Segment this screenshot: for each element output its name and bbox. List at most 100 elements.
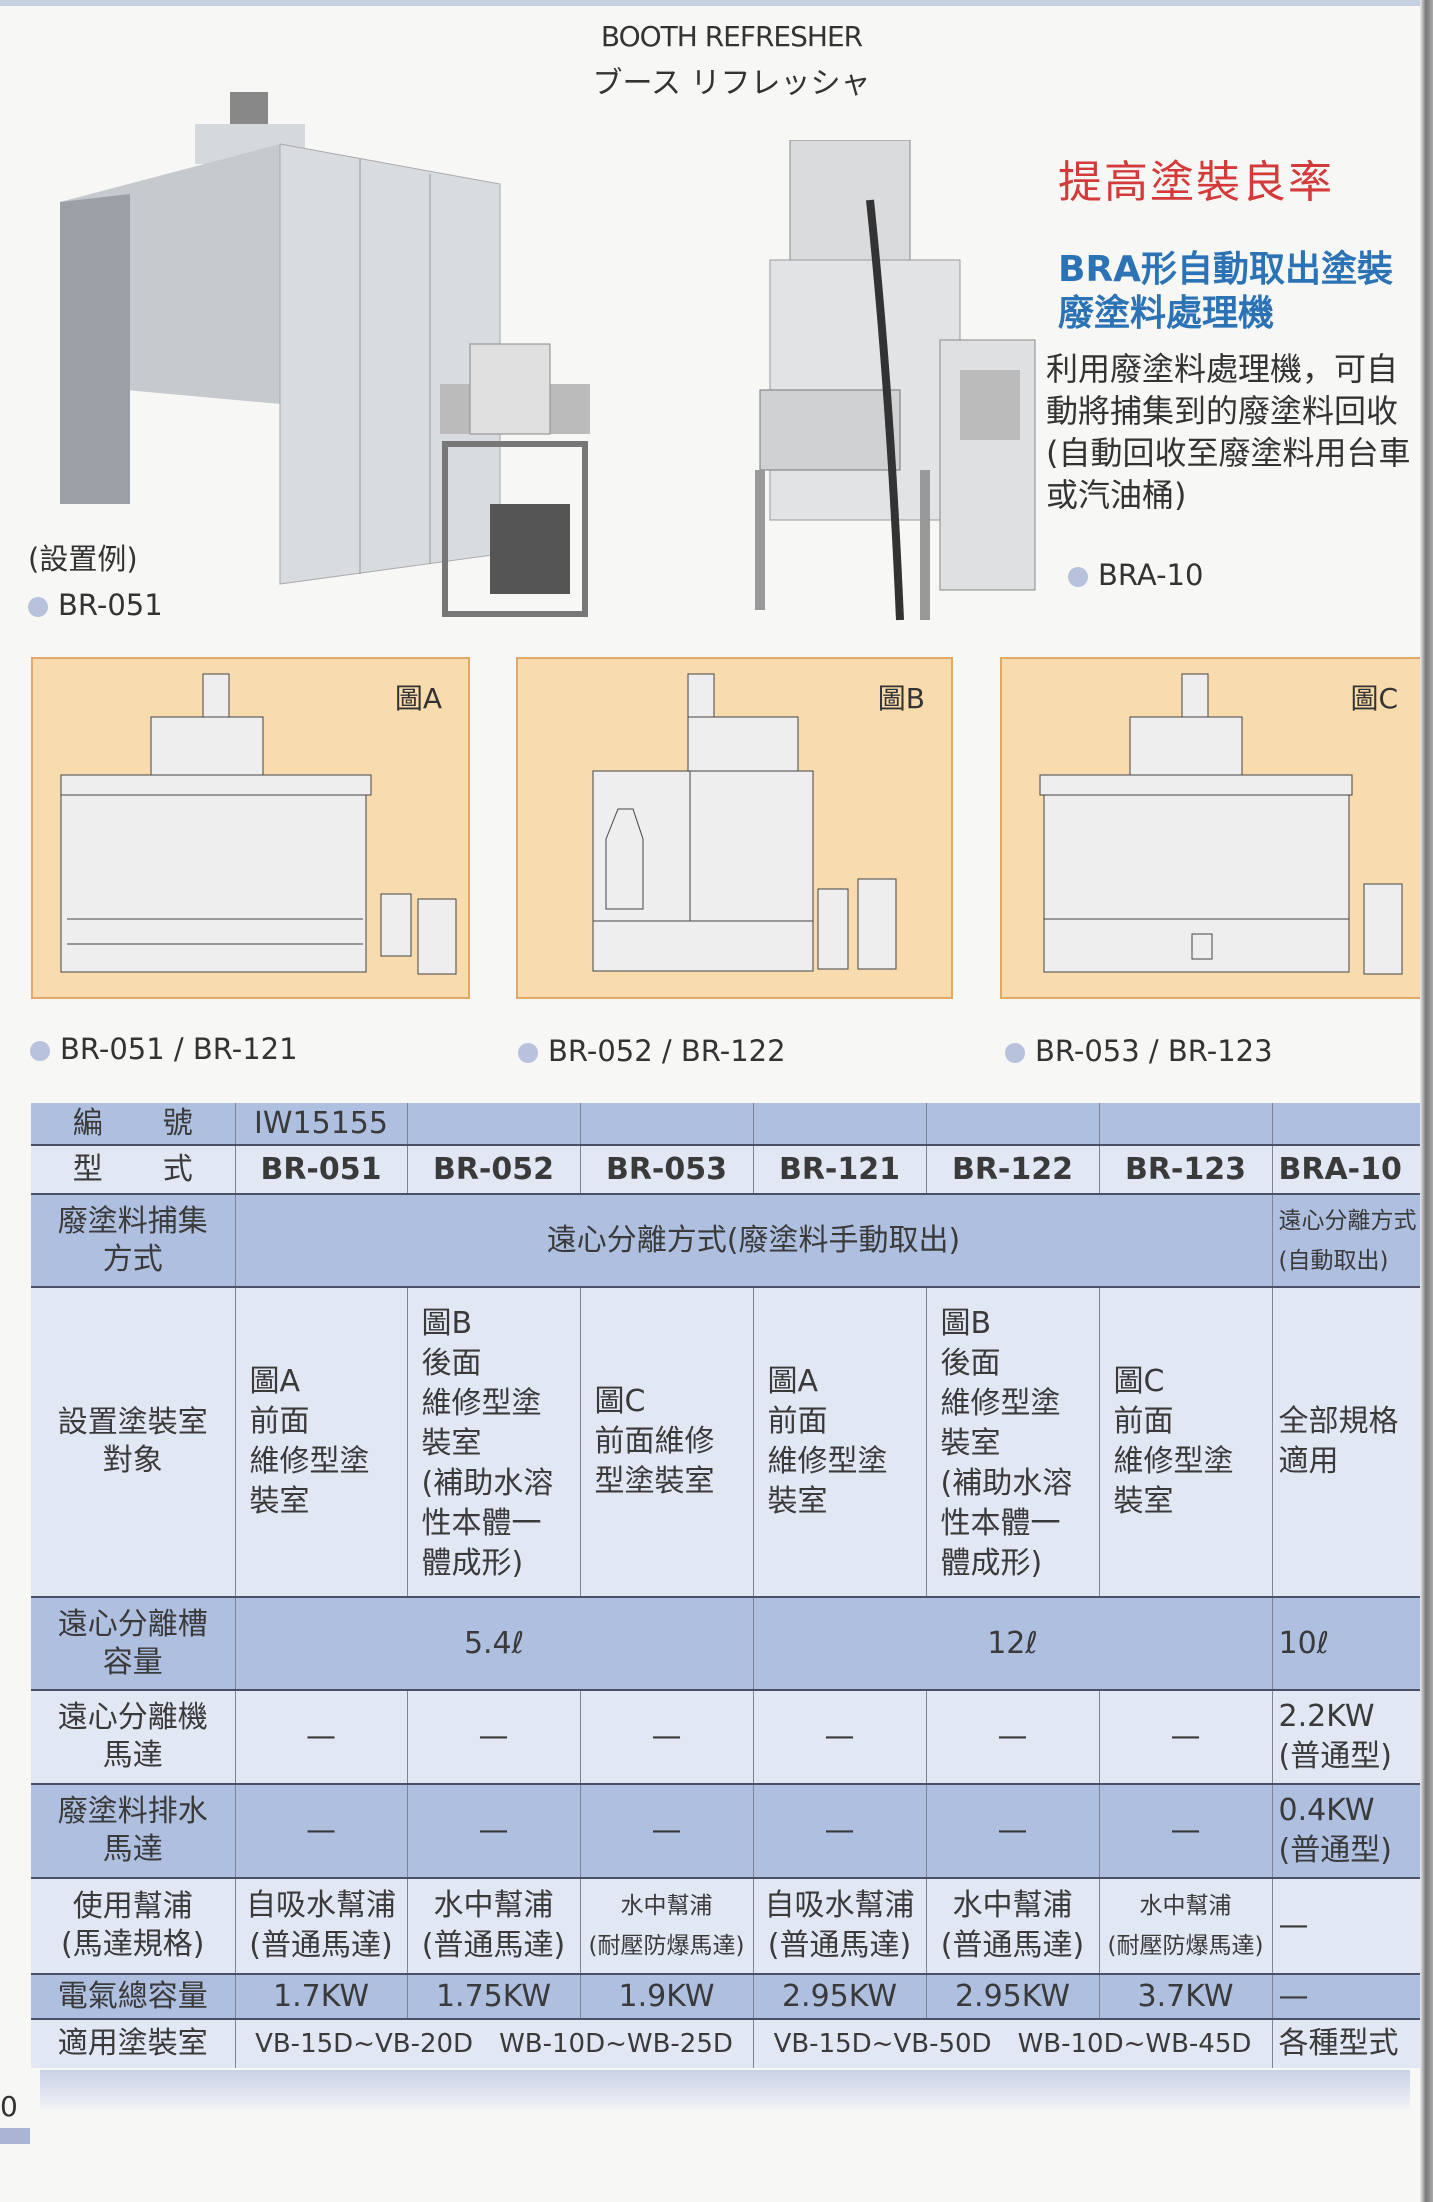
- bra-machine-photo: [755, 140, 1036, 621]
- model-label: BR-053 / BR-123: [1035, 1034, 1273, 1068]
- pump-cell: 自吸水幫浦 (普通馬達): [753, 1878, 927, 1974]
- title-jp: ブース リフレッシャ: [592, 66, 871, 101]
- cell: —: [926, 1784, 1100, 1878]
- spec-table: 編 號 IW15155 型 式 BR-051 BR-052 BR-053 BR-…: [31, 1103, 1433, 2068]
- pump-cell: 自吸水幫浦 (普通馬達): [235, 1878, 408, 1974]
- pump-cell: —: [1272, 1878, 1433, 1974]
- bra-heading: BRA形自動取出塗裝廢塗料處理機: [1058, 248, 1393, 336]
- row-label: 電氣總容量: [31, 1974, 236, 2019]
- cell: —: [235, 1690, 408, 1784]
- booth-diagram-a: [60, 673, 457, 975]
- row-label: 廢塗料捕集 方式: [31, 1194, 236, 1287]
- model-cell: BR-122: [926, 1145, 1100, 1194]
- bullet-icon: [1005, 1043, 1025, 1063]
- booth-photo: [60, 92, 590, 617]
- cell: —: [407, 1690, 581, 1784]
- model-cell: BR-051: [235, 1145, 408, 1194]
- cell: 2.2KW (普通型): [1272, 1690, 1433, 1784]
- bullet-icon: [28, 597, 48, 617]
- model-cell: BR-052: [407, 1145, 581, 1194]
- row-label: 設置塗裝室 對象: [31, 1287, 236, 1597]
- row-label: 編 號: [31, 1103, 236, 1145]
- cell: —: [580, 1690, 754, 1784]
- row-power: 電氣總容量 1.7KW 1.75KW 1.9KW 2.95KW 2.95KW 3…: [31, 1974, 1433, 2019]
- diagram-c-models: BR-053 / BR-123: [1005, 1034, 1273, 1068]
- model-cell: BR-053: [580, 1145, 754, 1194]
- row-label: 適用塗裝室: [31, 2019, 236, 2068]
- code-value: IW15155: [235, 1103, 408, 1145]
- booth-diagram-b: [592, 673, 897, 972]
- photo-caption-example: (設置例): [28, 542, 138, 576]
- row-target: 設置塗裝室 對象 圖A 前面 維修型塗 裝室 圖B 後面 維修型塗 裝室 (補助…: [31, 1287, 1433, 1597]
- diagram-b: 圖B: [516, 657, 953, 999]
- heading-line-2: 廢塗料處理機: [1058, 293, 1275, 334]
- desc-line: (自動回收至廢塗料用台車: [1046, 434, 1411, 472]
- row-booth: 適用塗裝室 VB-15D~VB-20D WB-10D~WB-25D VB-15D…: [31, 2019, 1433, 2068]
- top-bar: [0, 0, 1433, 6]
- title-en: BOOTH REFRESHER: [600, 20, 863, 53]
- tank-value: 10ℓ: [1272, 1597, 1433, 1690]
- model-label: BR-052 / BR-122: [548, 1034, 786, 1068]
- cell: —: [1099, 1690, 1273, 1784]
- power-cell: —: [1272, 1974, 1433, 2019]
- row-tank: 遠心分離槽 容量 5.4ℓ 12ℓ 10ℓ: [31, 1597, 1433, 1690]
- row-label: 遠心分離機 馬達: [31, 1690, 236, 1784]
- row-drain-motor: 廢塗料排水 馬達 — — — — — — 0.4KW (普通型): [31, 1784, 1433, 1878]
- model-cell: BR-121: [753, 1145, 927, 1194]
- pump-cell: 水中幫浦 (普通馬達): [926, 1878, 1100, 1974]
- slogan: 提高塗裝良率: [1058, 157, 1334, 208]
- model-label: BRA-10: [1098, 558, 1204, 592]
- diagram-c: 圖C: [1000, 657, 1433, 999]
- tank-value: 12ℓ: [753, 1597, 1273, 1690]
- booth-cell: 各種型式: [1272, 2019, 1433, 2068]
- fig-label: 圖C: [1350, 682, 1398, 715]
- row-label: 遠心分離槽 容量: [31, 1597, 236, 1690]
- desc-line: 或汽油桶): [1046, 476, 1187, 514]
- bullet-icon: [1068, 567, 1088, 587]
- desc-line: 動將捕集到的廢塗料回收: [1046, 392, 1399, 430]
- diagram-a: 圖A: [31, 657, 470, 999]
- page-number: 0: [0, 2090, 18, 2123]
- page-marker: [0, 2128, 30, 2144]
- power-cell: 1.75KW: [407, 1974, 581, 2019]
- pump-cell: 水中幫浦 (普通馬達): [407, 1878, 581, 1974]
- cell: —: [926, 1690, 1100, 1784]
- table-shadow: [40, 2070, 1410, 2110]
- row-code: 編 號 IW15155: [31, 1103, 1433, 1145]
- model-cell: BRA-10: [1272, 1145, 1433, 1194]
- pump-cell: 水中幫浦 (耐壓防爆馬達): [580, 1878, 754, 1974]
- power-cell: 2.95KW: [753, 1974, 927, 2019]
- booth-cell: VB-15D~VB-50D WB-10D~WB-45D: [753, 2019, 1273, 2068]
- page-fold: [1420, 0, 1433, 2202]
- collect-bra: 遠心分離方式 (自動取出): [1272, 1194, 1433, 1287]
- cell: —: [235, 1784, 408, 1878]
- booth-cell: VB-15D~VB-20D WB-10D~WB-25D: [235, 2019, 754, 2068]
- fig-label: 圖B: [877, 682, 925, 715]
- row-label: 使用幫浦 (馬達規格): [31, 1878, 236, 1974]
- cell: —: [1099, 1784, 1273, 1878]
- bra-description: 利用廢塗料處理機，可自 動將捕集到的廢塗料回收 (自動回收至廢塗料用台車 或汽油…: [1046, 348, 1411, 516]
- row-sep-motor: 遠心分離機 馬達 — — — — — — 2.2KW (普通型): [31, 1690, 1433, 1784]
- power-cell: 1.9KW: [580, 1974, 754, 2019]
- cell: —: [753, 1784, 927, 1878]
- cell: 0.4KW (普通型): [1272, 1784, 1433, 1878]
- booth-diagram-c: [1039, 673, 1403, 975]
- model-label: BR-051: [58, 588, 163, 622]
- row-label: 型 式: [31, 1145, 236, 1194]
- photo-caption-br051: BR-051: [28, 588, 163, 622]
- target-cell: 圖B 後面 維修型塗 裝室 (補助水溶 性本體一 體成形): [407, 1287, 581, 1597]
- power-cell: 2.95KW: [926, 1974, 1100, 2019]
- power-cell: 1.7KW: [235, 1974, 408, 2019]
- row-collect: 廢塗料捕集 方式 遠心分離方式(廢塗料手動取出) 遠心分離方式 (自動取出): [31, 1194, 1433, 1287]
- pump-cell: 水中幫浦 (耐壓防爆馬達): [1099, 1878, 1273, 1974]
- diagram-b-models: BR-052 / BR-122: [518, 1034, 786, 1068]
- diagram-a-models: BR-051 / BR-121: [30, 1032, 298, 1066]
- target-cell: 全部規格 適用: [1272, 1287, 1433, 1597]
- cell: —: [753, 1690, 927, 1784]
- desc-line: 利用廢塗料處理機，可自: [1046, 350, 1399, 388]
- target-cell: 圖C 前面維修 型塗裝室: [580, 1287, 754, 1597]
- model-label: BR-051 / BR-121: [60, 1032, 298, 1066]
- bullet-icon: [518, 1043, 538, 1063]
- bullet-icon: [30, 1041, 50, 1061]
- cell: —: [407, 1784, 581, 1878]
